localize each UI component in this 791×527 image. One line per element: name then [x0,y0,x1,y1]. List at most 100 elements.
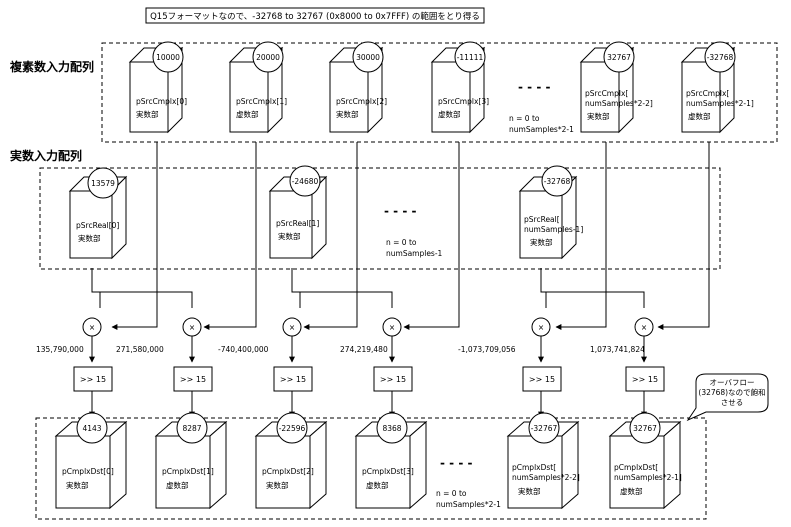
cube-value: 8368 [382,424,401,433]
output-cube-1: 8287 pCmplxDst[1] 虚数部 [154,412,228,510]
cube-part: 虚数部 [620,486,643,496]
complex-input-cube-3: -11111 pSrcCmplx[3] 虚数部 [430,41,489,134]
cube-name: pSrcReal[0] [76,221,119,230]
cube-name: pCmplxDst[ [512,463,556,472]
multiply-icon: × [189,323,195,332]
complex-input-cube-2: 30000 pSrcCmplx[2] 実数部 [328,41,387,134]
cube-value: -32768 [707,53,734,62]
output-cube-2: -22596 pCmplxDst[2] 実数部 [254,412,328,510]
cube-value: 32767 [607,53,631,62]
multiplier-4: × [531,317,551,337]
cube-value: 13579 [91,179,115,188]
shift-label: >> 15 [180,375,206,384]
complex-range-line1: n = 0 to [509,114,540,123]
shift-label: >> 15 [80,375,106,384]
cube-value: 30000 [356,53,380,62]
real-range-line2: numSamples-1 [386,249,443,258]
product-value-4: -1,073,709,056 [458,345,516,354]
complex-ellipsis: - - - - [518,80,550,94]
cube-name: pSrcCmplx[2] [336,97,387,106]
shift-box-0: >> 15 [73,366,113,392]
cube-name: pCmplxDst[2] [262,467,314,476]
cube-name: pSrcCmplx[0] [136,97,187,106]
product-value-0: 135,790,000 [36,345,84,354]
cube-name-2: numSamples*2-1] [614,473,682,482]
multiplier-3: × [382,317,402,337]
complex-input-title: 複素数入力配列 [9,59,94,74]
cube-part: 実数部 [136,109,159,119]
product-value-2: -740,400,000 [218,345,269,354]
complex-input-cube-4: 32767 pSrcCmplx[ numSamples*2-2] 実数部 [579,41,653,134]
cube-part: 実数部 [278,231,301,241]
output-range-line1: n = 0 to [436,489,467,498]
cube-name: pCmplxDst[0] [62,467,114,476]
multiply-icon: × [289,323,295,332]
multiply-icon: × [538,323,544,332]
cube-part: 実数部 [266,480,289,490]
output-cube-0: 4143 pCmplxDst[0] 実数部 [54,412,128,510]
header-note-text: Q15フォーマットなので、-32768 to 32767 (0x8000 to … [150,11,480,22]
cube-value: -24680 [292,177,319,186]
product-value-3: 274,219,480 [340,345,388,354]
multiply-icon: × [641,323,647,332]
multiplier-5: × [634,317,654,337]
overflow-callout: オーバフロー (32768)なので飽和 させる [686,373,769,422]
cube-value: 20000 [256,53,280,62]
cube-name: pSrcReal[1] [276,219,319,228]
real-input-title: 実数入力配列 [10,148,82,163]
header-note: Q15フォーマットなので、-32768 to 32767 (0x8000 to … [145,7,485,24]
real-input-group [39,167,721,270]
multiplier-0: × [82,317,102,337]
multiply-icon: × [389,323,395,332]
cube-value: 32767 [633,424,657,433]
cube-name: pSrcReal[ [524,215,560,224]
shift-label: >> 15 [380,375,406,384]
cube-name-2: numSamples-1] [524,225,583,234]
cube-value: 10000 [156,53,180,62]
connections [89,142,710,418]
output-group [35,417,707,520]
real-input-cube-1: -24680 pSrcReal[1] 実数部 [268,165,328,260]
cube-value: -11111 [457,53,484,62]
cube-part: 虚数部 [688,111,711,121]
shift-box-4: >> 15 [522,366,562,392]
output-cube-3: 8368 pCmplxDst[3] 虚数部 [354,412,428,510]
real-input-cube-0: 13579 pSrcReal[0] 実数部 [68,167,128,260]
cube-value: 4143 [82,424,101,433]
shift-box-3: >> 15 [373,366,413,392]
cube-part: 虚数部 [236,109,259,119]
cube-name: pSrcCmplx[ [686,89,729,98]
cube-value: -22596 [279,424,306,433]
product-value-5: 1,073,741,824 [590,345,645,354]
output-ellipsis: - - - - [440,456,472,470]
cube-part: 実数部 [518,486,541,496]
shift-label: >> 15 [280,375,306,384]
overflow-note-line2: (32768)なので飽和 [698,387,765,397]
overflow-note-line1: オーバフロー [710,378,755,387]
complex-input-cube-1: 20000 pSrcCmplx[1] 虚数部 [228,41,287,134]
real-ellipsis: - - - - [384,204,416,218]
complex-range-line2: numSamples*2-1 [509,125,574,134]
output-range-line2: numSamples*2-1 [436,500,501,509]
real-input-cube-2: -32768 pSrcReal[ numSamples-1] 実数部 [518,165,583,260]
shift-label: >> 15 [529,375,555,384]
cube-part: 虚数部 [366,480,389,490]
cube-part: 実数部 [587,111,610,121]
cube-name-2: numSamples*2-2] [585,99,653,108]
shift-box-5: >> 15 [625,366,665,392]
cube-part: 虚数部 [166,480,189,490]
cube-value: -32767 [531,424,558,433]
cube-name: pSrcCmplx[ [585,89,628,98]
cube-value: 8287 [182,424,201,433]
cube-name: pCmplxDst[3] [362,467,414,476]
cube-part: 実数部 [530,237,553,247]
complex-input-group [101,42,778,143]
cube-name: pCmplxDst[1] [162,467,214,476]
cube-part: 実数部 [78,233,101,243]
cube-name-2: numSamples*2-1] [686,99,754,108]
shift-label: >> 15 [632,375,658,384]
cube-name-2: numSamples*2-2] [512,473,580,482]
overflow-note-line3: させる [721,398,744,407]
cube-part: 実数部 [66,480,89,490]
